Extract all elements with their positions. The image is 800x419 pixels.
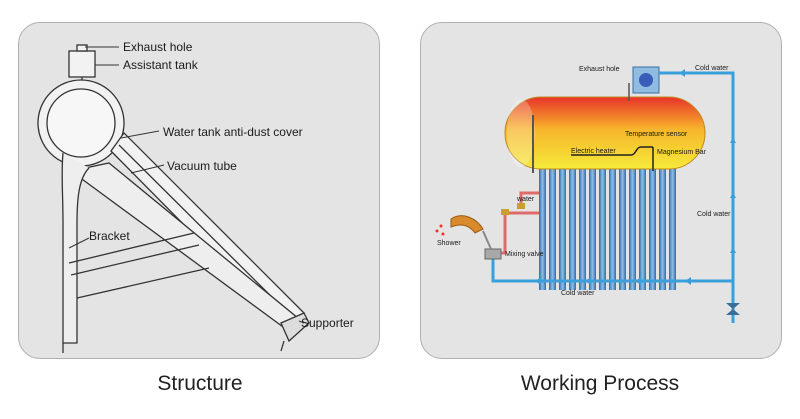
supporter-shape [280,312,310,343]
label-assistant-tank: Assistant tank [123,58,199,72]
label-temperature-sensor: Temperature sensor [625,131,688,138]
label-shower: Shower [437,240,461,247]
bracket-top-bar [69,162,305,336]
structure-caption: Structure [157,372,243,395]
structure-diagram: Exhaust hole Assistant tank Water tank a… [37,40,354,353]
label-electric-heater: Electric heater [571,148,616,155]
mixing-valve-icon [484,248,502,260]
label-cold-water-bottom: Cold water [561,290,595,297]
exhaust-hole-shape [76,44,88,52]
structure-panel: Exhaust hole Assistant tank Water tank a… [18,22,380,359]
working-process-panel: Exhaust hole Cold water Temperature sens… [420,22,782,359]
assistant-tank-shape [68,50,96,78]
vacuum-tubes [539,165,676,290]
label-vacuum-tube: Vacuum tube [167,159,237,173]
shower-icon [450,215,484,234]
electric-heater-shape [571,146,653,156]
label-water: water [516,196,535,203]
label-cold-water-right: Cold water [697,211,731,218]
label-magnesium-bar: Magnesium Bar [657,149,707,156]
label-exhaust-hole: Exhaust hole [123,40,193,54]
label-exhaust-hole: Exhaust hole [579,66,620,73]
label-mixing-valve: Mixing valve [505,251,544,258]
label-bracket: Bracket [89,229,130,243]
label-water-tank-cover: Water tank anti-dust cover [163,125,303,139]
float-valve-icon [639,73,653,87]
water-tank-inner [46,88,116,158]
label-supporter: Supporter [301,316,354,330]
inlet-valve-icon [726,303,740,315]
water-tank-shape [504,96,706,170]
label-cold-water-top: Cold water [695,65,729,72]
working-process-diagram: Exhaust hole Cold water Temperature sens… [435,65,740,323]
working-process-caption: Working Process [520,372,680,395]
